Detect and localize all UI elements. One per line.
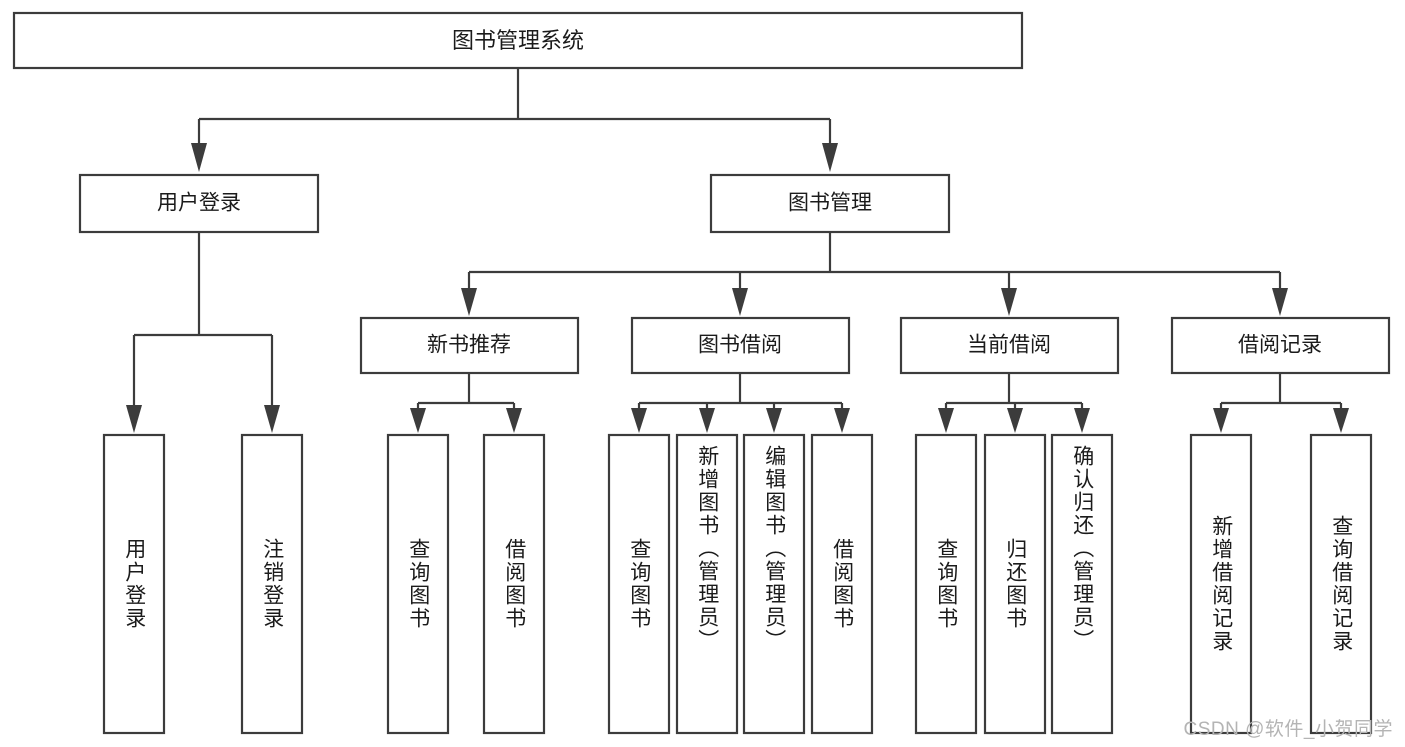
node-box-leaf-query-borrow-record[interactable] — [1309, 433, 1373, 735]
arrow-leaf-query-book-recommend — [410, 408, 426, 433]
node-box-root[interactable] — [12, 11, 1024, 70]
node-box-new-book-recommend[interactable] — [359, 316, 580, 375]
node-box-leaf-query-book-current[interactable] — [914, 433, 978, 735]
node-box-leaf-borrow-book-recommend[interactable] — [482, 433, 546, 735]
node-box-borrow-record[interactable] — [1170, 316, 1391, 375]
arrow-current-borrow — [1001, 288, 1017, 316]
node-box-leaf-query-book-recommend[interactable] — [386, 433, 450, 735]
arrow-leaf-edit-book — [766, 408, 782, 433]
arrow-leaf-user-login — [126, 405, 142, 433]
node-box-book-borrow[interactable] — [630, 316, 851, 375]
node-box-leaf-confirm-return[interactable] — [1050, 433, 1114, 735]
node-box-leaf-add-borrow-record[interactable] — [1189, 433, 1253, 735]
arrow-borrow-record — [1272, 288, 1288, 316]
arrow-new-book-recommend — [461, 288, 477, 316]
node-label-root: 图书管理系统 — [452, 28, 584, 53]
arrow-leaf-add-borrow-record — [1213, 408, 1229, 433]
node-box-leaf-logout[interactable] — [240, 433, 304, 735]
arrow-leaf-query-book-borrow — [631, 408, 647, 433]
node-box-leaf-add-book[interactable] — [675, 433, 739, 735]
node-box-current-borrow[interactable] — [899, 316, 1120, 375]
node-box-leaf-user-login[interactable] — [102, 433, 166, 735]
node-box-leaf-return-book[interactable] — [983, 433, 1047, 735]
arrow-leaf-query-book-current — [938, 408, 954, 433]
arrow-book-manage — [822, 143, 838, 172]
arrow-leaf-borrow-book — [834, 408, 850, 433]
arrow-leaf-confirm-return — [1074, 408, 1090, 433]
node-label-user-login: 用户登录 — [157, 192, 241, 215]
node-box-book-manage[interactable] — [709, 173, 951, 234]
arrow-leaf-return-book — [1007, 408, 1023, 433]
arrow-leaf-add-book — [699, 408, 715, 433]
node-box-user-login[interactable] — [78, 173, 320, 234]
node-label-book-manage: 图书管理 — [788, 192, 872, 215]
node-box-leaf-borrow-book[interactable] — [810, 433, 874, 735]
arrow-user-login — [191, 143, 207, 172]
node-label-new-book-recommend: 新书推荐 — [427, 334, 511, 357]
node-layer: 图书管理系统 用户登录 图书管理 新书推荐 图书借阅 当前借阅 借阅记录 — [12, 11, 1391, 735]
node-label-current-borrow: 当前借阅 — [967, 334, 1051, 357]
node-box-leaf-edit-book[interactable] — [742, 433, 806, 735]
arrow-book-borrow — [732, 288, 748, 316]
arrow-leaf-logout — [264, 405, 280, 433]
node-label-book-borrow: 图书借阅 — [698, 334, 782, 357]
node-label-borrow-record: 借阅记录 — [1238, 334, 1322, 357]
csdn-watermark: CSDN @软件_小贺同学 — [1183, 719, 1393, 740]
node-box-leaf-query-book-borrow[interactable] — [607, 433, 671, 735]
arrow-leaf-borrow-book-recommend — [506, 408, 522, 433]
arrow-leaf-query-borrow-record — [1333, 408, 1349, 433]
connector-layer — [126, 68, 1349, 433]
